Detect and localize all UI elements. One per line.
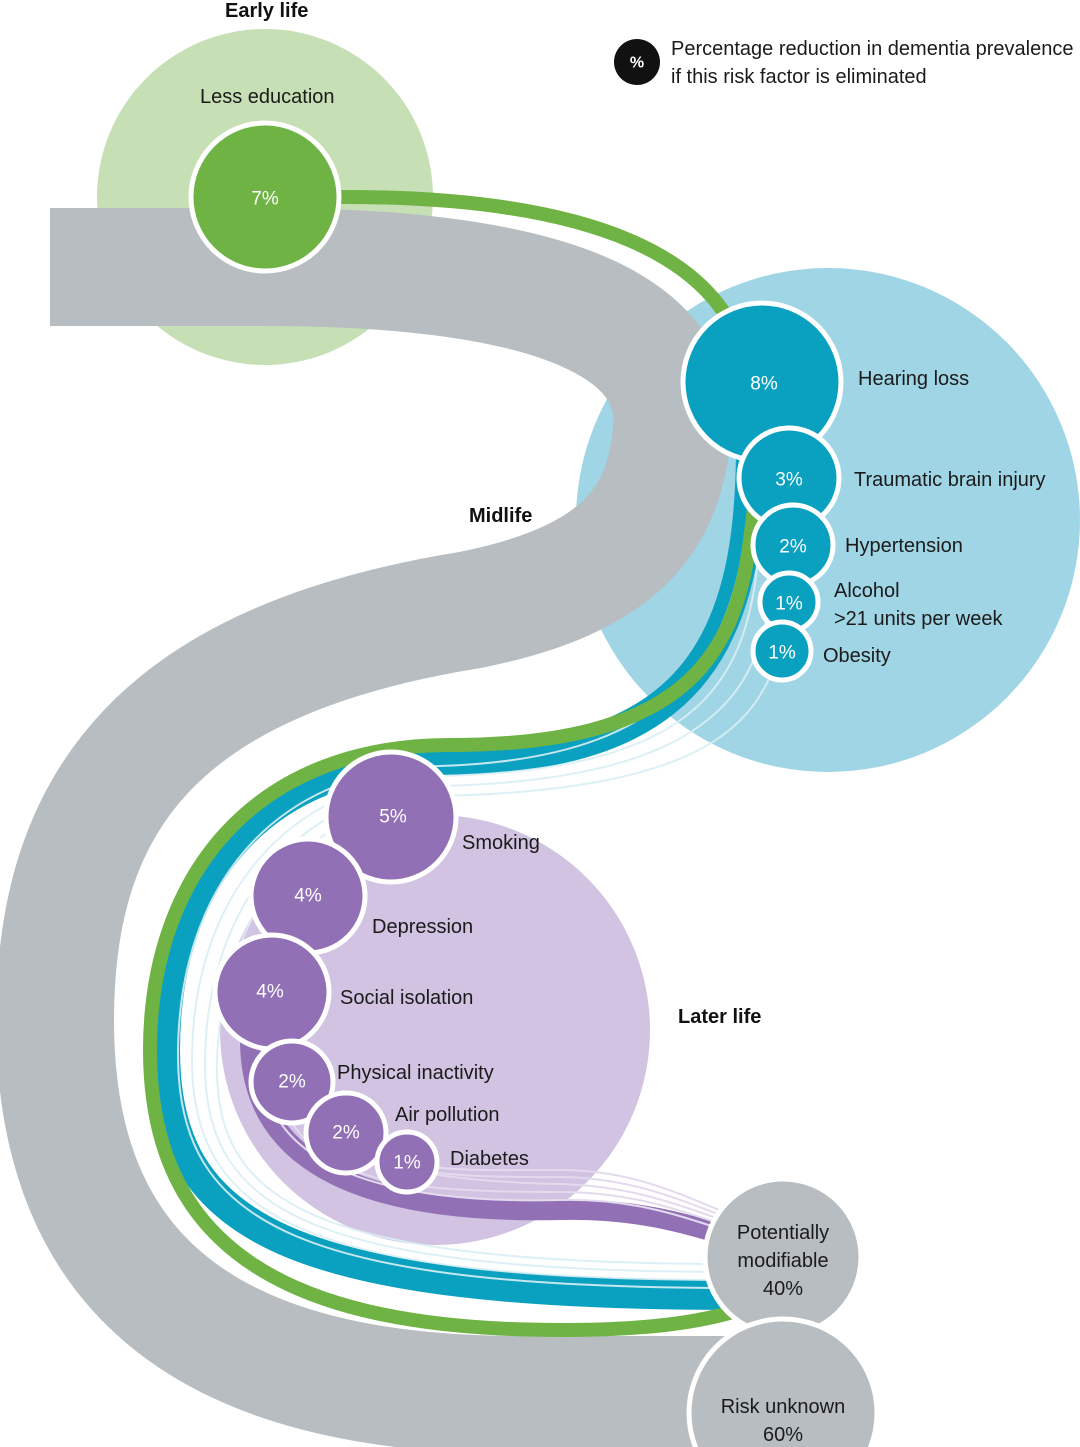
node-pct: 4% — [294, 886, 322, 907]
node-pct: 2% — [278, 1072, 306, 1093]
label-diabetes: Diabetes — [450, 1148, 529, 1170]
label-alcohol-detail: >21 units per week — [834, 608, 1003, 630]
stage-title-mid: Midlife — [469, 505, 532, 527]
node-diabetes: 1% — [374, 1129, 440, 1195]
node-pct: 3% — [775, 470, 803, 491]
node-pct: 2% — [332, 1123, 360, 1144]
node-pct: 1% — [393, 1153, 421, 1174]
stage-title-early: Early life — [225, 0, 308, 22]
label-alcohol: Alcohol — [834, 580, 900, 602]
label-social-isolation: Social isolation — [340, 987, 473, 1009]
outcome-unknown: Risk unknown 60% — [686, 1316, 880, 1447]
node-smoking: 5% — [323, 749, 459, 885]
stage-title-late: Later life — [678, 1006, 761, 1028]
legend: % Percentage reduction in dementia preva… — [614, 38, 1073, 88]
modifiable-line2: modifiable — [737, 1250, 828, 1272]
outcome-modifiable: Potentially modifiable 40% — [702, 1176, 864, 1338]
node-less-education: 7% — [188, 120, 342, 274]
label-traumatic-brain-injury: Traumatic brain injury — [854, 469, 1046, 491]
label-physical-inactivity: Physical inactivity — [337, 1062, 494, 1084]
label-smoking: Smoking — [462, 832, 540, 854]
node-circle — [750, 619, 814, 683]
label-air-pollution: Air pollution — [395, 1104, 500, 1126]
node-circle — [303, 1090, 389, 1176]
label-hypertension: Hypertension — [845, 535, 963, 557]
node-pct: 1% — [775, 594, 803, 615]
unknown-pct: 60% — [763, 1424, 803, 1446]
node-pct: 4% — [256, 982, 284, 1003]
legend-line2: if this risk factor is eliminated — [671, 66, 927, 88]
node-air-pollution: 2% — [303, 1090, 389, 1176]
node-physical-inactivity: 2% — [248, 1038, 336, 1126]
node-pct: 2% — [779, 537, 807, 558]
node-circle — [188, 120, 342, 274]
modifiable-pct: 40% — [763, 1278, 803, 1300]
node-circle — [374, 1129, 440, 1195]
node-pct: 8% — [750, 374, 778, 395]
node-pct: 5% — [379, 807, 407, 828]
node-circle — [323, 749, 459, 885]
label-less-education: Less education — [200, 86, 335, 108]
label-obesity: Obesity — [823, 645, 891, 667]
node-social-isolation: 4% — [212, 932, 332, 1052]
node-pct: 1% — [768, 643, 796, 664]
node-obesity: 1% — [750, 619, 814, 683]
label-depression: Depression — [372, 916, 473, 938]
unknown-wheel — [686, 1316, 880, 1447]
legend-symbol: % — [630, 55, 644, 72]
node-depression: 4% — [248, 836, 368, 956]
modifiable-line1: Potentially — [737, 1222, 829, 1244]
legend-line1: Percentage reduction in dementia prevale… — [671, 38, 1073, 60]
unknown-line1: Risk unknown — [721, 1396, 846, 1418]
node-pct: 7% — [251, 189, 279, 210]
node-hearing-loss: 8% — [680, 300, 844, 464]
legend-symbol-circle — [614, 39, 660, 85]
node-circle — [248, 1038, 336, 1126]
label-hearing-loss: Hearing loss — [858, 368, 969, 390]
risk-road — [0, 208, 760, 1447]
